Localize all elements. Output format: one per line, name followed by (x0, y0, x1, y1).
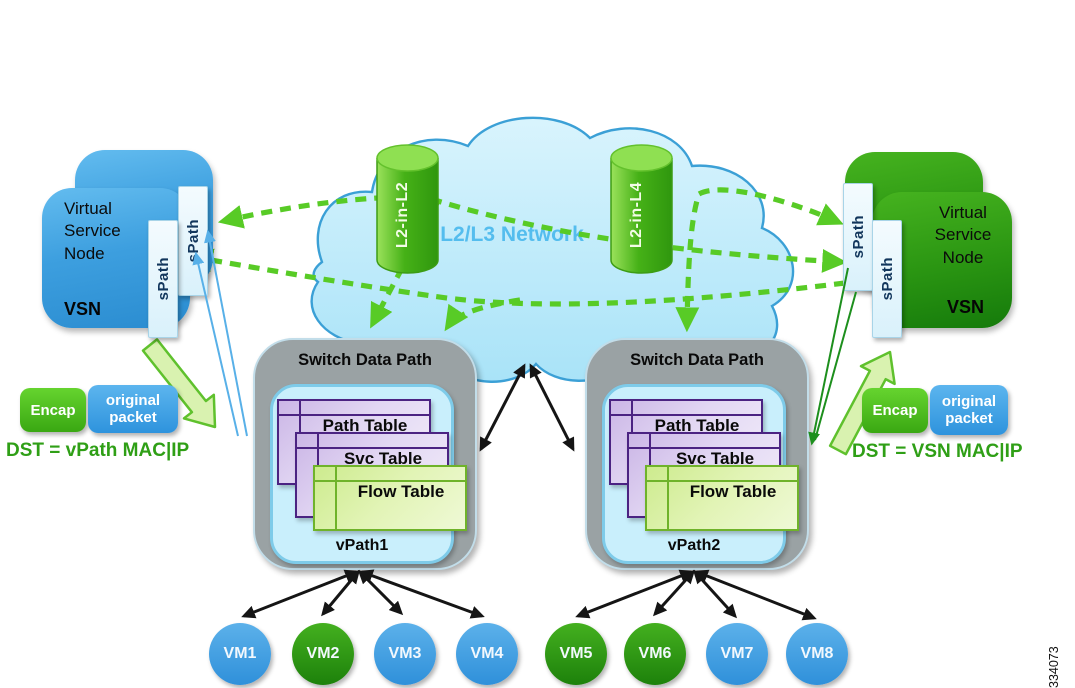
vm-circle-8: VM8 (786, 623, 848, 685)
encap-left-label: Encap (30, 401, 76, 419)
spath-tab-left-back: sPath (178, 186, 208, 296)
original-packet-box-left: original packet (88, 385, 178, 433)
vsn-right-title: Virtual Service Node (934, 203, 992, 267)
flow-table-2: Flow Table (645, 465, 799, 531)
svc-table-1-label: Svc Table (343, 449, 423, 468)
cloud-label: L2/L3 Network (440, 223, 584, 246)
dst-vpath-text: DST = vPath MAC|IP (6, 440, 190, 461)
spath-tab-right-front-label: sPath (878, 257, 896, 301)
vm7-label: VM7 (720, 645, 754, 662)
original-packet-box-right: original packet (930, 385, 1008, 435)
vm4-label: VM4 (470, 645, 504, 662)
vm-circle-4: VM4 (456, 623, 518, 685)
dst-vsn-text: DST = VSN MAC|IP (852, 441, 1023, 462)
vm-circle-1: VM1 (209, 623, 271, 685)
encap-box-right: Encap (862, 388, 928, 433)
tunnel-branch-vpath2 (675, 187, 844, 333)
switch-1-title: Switch Data Path (298, 351, 432, 369)
path-table-2-label: Path Table (654, 416, 740, 435)
vsn-left-name: VSN (64, 299, 102, 319)
spath-tab-left-back-label: sPath (184, 219, 202, 263)
vm2-label: VM2 (306, 645, 340, 662)
tunnel-branch-vpath1-b (444, 297, 521, 332)
spath-tab-left-front: sPath (148, 220, 178, 338)
original-packet-left-label: original packet (105, 391, 161, 426)
switch-2-title: Switch Data Path (630, 351, 764, 369)
tunnel-path-lower (187, 248, 846, 307)
flow-table-1-label: Flow Table (357, 482, 445, 501)
vpath1-label: vPath1 (335, 537, 389, 554)
spath-tab-left-front-label: sPath (154, 257, 172, 301)
figure-number: 334073 (1047, 646, 1061, 688)
vm1-label: VM1 (223, 645, 257, 662)
vm8-label: VM8 (800, 645, 834, 662)
vm6-label: VM6 (638, 645, 672, 662)
svc-table-2-label: Svc Table (675, 449, 755, 468)
vm3-label: VM3 (388, 645, 422, 662)
tunnel-l4-label: L2-in-L4 (628, 182, 645, 248)
vm-circle-6: VM6 (624, 623, 686, 685)
spath-tab-right-back-label: sPath (849, 215, 867, 259)
spath-tab-right-back: sPath (843, 183, 873, 291)
vm5-label: VM5 (559, 645, 593, 662)
original-packet-right-label: original packet (941, 392, 997, 427)
vm-circle-3: VM3 (374, 623, 436, 685)
vm-circle-5: VM5 (545, 623, 607, 685)
tunnel-l2-label: L2-in-L2 (394, 182, 411, 248)
tunnel-cylinder-l2: L2-in-L2 (376, 144, 439, 274)
vm-circle-2: VM2 (292, 623, 354, 685)
vsn-right-name: VSN (946, 297, 984, 317)
tunnel-cylinder-l4: L2-in-L4 (610, 144, 673, 274)
vpath2-label: vPath2 (667, 537, 721, 554)
encap-right-label: Encap (872, 402, 918, 419)
flow-table-2-label: Flow Table (689, 482, 777, 501)
spath-tab-right-front: sPath (872, 220, 902, 338)
path-table-1-label: Path Table (322, 416, 408, 435)
tunnel-path-top (217, 194, 848, 273)
encap-box-left: Encap (20, 388, 86, 432)
vsn-left-title: Virtual Service Node (64, 199, 121, 263)
vm-circle-7: VM7 (706, 623, 768, 685)
flow-table-1: Flow Table (313, 465, 467, 531)
